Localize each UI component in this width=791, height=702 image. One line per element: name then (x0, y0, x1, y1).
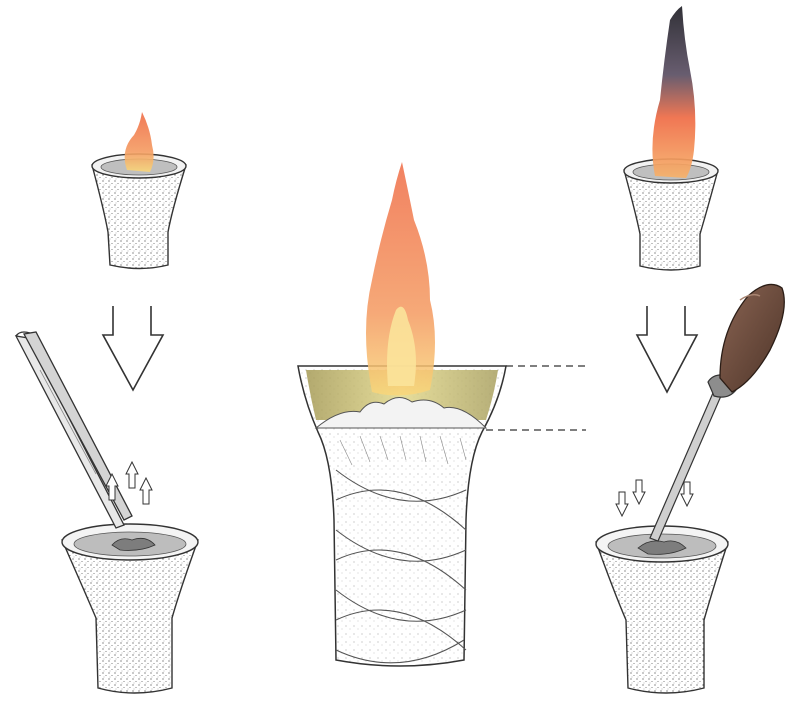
screwdriver-cup (596, 526, 728, 693)
large-wick-lamp (298, 162, 506, 666)
up-arrows-icon (106, 462, 152, 504)
down-arrow-icon-right (637, 306, 697, 392)
down-arrow-icon-left (103, 306, 163, 390)
small-flame-cup (92, 112, 186, 269)
sooty-flame (652, 6, 695, 178)
small-flame (125, 112, 154, 172)
tweezers-cup (62, 524, 198, 693)
sooty-flame-cup (624, 6, 718, 270)
